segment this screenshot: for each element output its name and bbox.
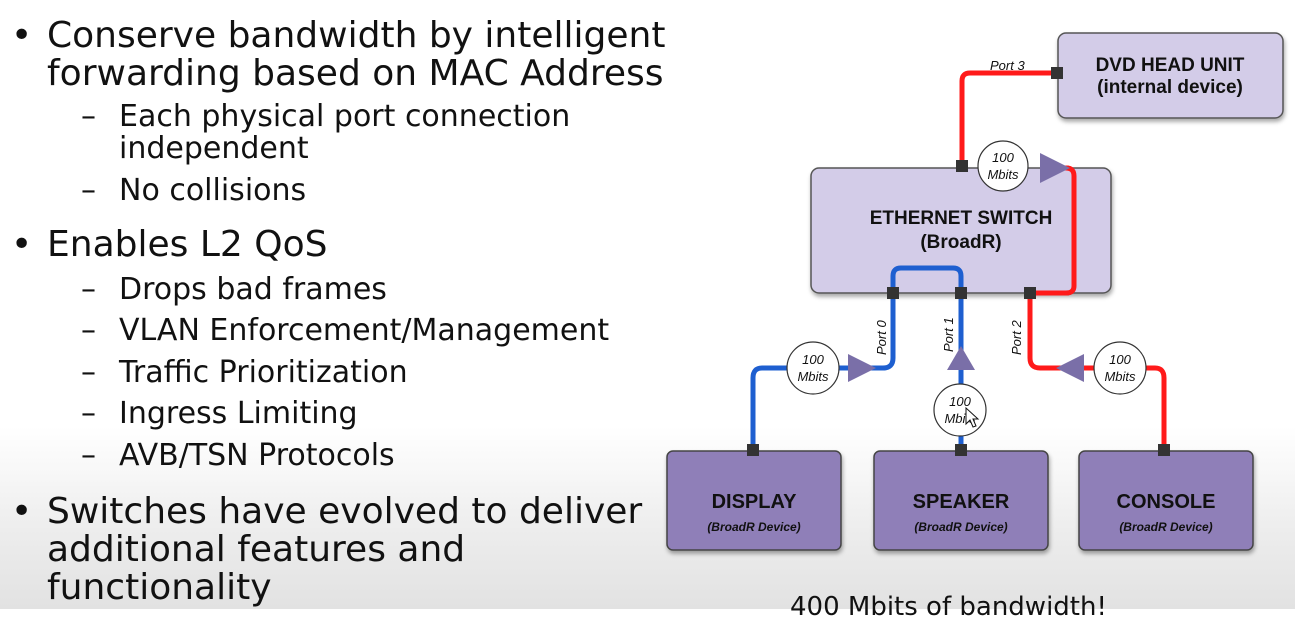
sub-bullet-item: – VLAN Enforcement/Management	[81, 313, 610, 348]
speaker-title: SPEAKER	[913, 491, 1010, 513]
bandwidth-unit: Mbits	[797, 369, 829, 384]
port3-label: Port 3	[990, 58, 1025, 73]
bullet-item: • Enables L2 QoS	[11, 224, 328, 265]
sub-bullet-text: No collisions	[119, 173, 307, 208]
speaker-subtitle: (BroadR Device)	[914, 520, 1007, 534]
connector-port2	[1024, 287, 1036, 299]
arrow-port2-icon	[1056, 354, 1084, 382]
sub-bullet-marker: –	[81, 173, 96, 208]
console-device-box: CONSOLE (BroadR Device)	[1078, 450, 1254, 551]
sub-bullet-text: independent	[119, 131, 309, 166]
ethernet-switch-box: ETHERNET SWITCH (BroadR)	[810, 167, 1112, 294]
network-diagram: DVD HEAD UNIT (internal device) ETHERNET…	[660, 25, 1290, 585]
bandwidth-badge-port1: 100 Mbits	[933, 383, 987, 437]
connector-port1	[955, 287, 967, 299]
bullet-text: additional features and	[47, 529, 466, 570]
bandwidth-caption: 400 Mbits of bandwidth!	[790, 592, 1107, 622]
bullet-item: • Conserve bandwidth by intelligent forw…	[11, 15, 666, 94]
switch-subtitle: (BroadR)	[920, 232, 1001, 253]
sub-bullet-marker: –	[81, 438, 96, 473]
mouse-cursor-icon	[965, 406, 980, 428]
bullet-text: Conserve bandwidth by intelligent	[47, 15, 666, 56]
display-title: DISPLAY	[712, 491, 798, 513]
connector-speaker	[955, 444, 967, 456]
speaker-device-box: SPEAKER (BroadR Device)	[873, 450, 1049, 551]
bullet-list: • Conserve bandwidth by intelligent forw…	[11, 15, 666, 608]
sub-bullet-item: – Traffic Prioritization	[81, 355, 408, 390]
arrow-port0-icon	[848, 354, 876, 382]
sub-bullet-text: AVB/TSN Protocols	[119, 438, 395, 473]
sub-bullet-text: Ingress Limiting	[119, 396, 358, 431]
sub-bullet-item: – No collisions	[81, 173, 307, 208]
sub-bullet-marker: –	[81, 313, 96, 348]
sub-bullet-marker: –	[81, 355, 96, 390]
dvd-head-unit-box: DVD HEAD UNIT (internal device)	[1057, 32, 1284, 119]
console-title: CONSOLE	[1117, 491, 1216, 513]
sub-bullet-item: – Ingress Limiting	[81, 396, 358, 431]
bandwidth-badge-top: 100 Mbits	[977, 140, 1029, 192]
link-switch-right-overlay	[1030, 165, 1077, 296]
bullet-text: Enables L2 QoS	[47, 224, 328, 265]
connector-display	[747, 444, 759, 456]
sub-bullet-item: – Each physical port connection independ…	[81, 99, 571, 166]
bullet-marker: •	[11, 224, 33, 265]
bandwidth-badge-port0: 100 Mbits	[786, 341, 840, 395]
display-device-box: DISPLAY (BroadR Device)	[666, 450, 842, 551]
diagram-svg: DVD HEAD UNIT (internal device) ETHERNET…	[666, 32, 1284, 551]
sub-bullet-marker: –	[81, 272, 96, 307]
bandwidth-unit: Mbits	[1104, 369, 1136, 384]
connector-port0	[887, 287, 899, 299]
port0-label: Port 0	[874, 320, 889, 355]
bandwidth-badge-port2: 100 Mbits	[1093, 341, 1147, 395]
connector-console	[1158, 444, 1170, 456]
console-subtitle: (BroadR Device)	[1119, 520, 1212, 534]
bullet-marker: •	[11, 15, 33, 56]
sub-bullet-text: Each physical port connection	[119, 99, 571, 134]
port2-label: Port 2	[1009, 320, 1024, 355]
display-subtitle: (BroadR Device)	[707, 520, 800, 534]
bullet-text: forwarding based on MAC Address	[47, 53, 664, 94]
switch-title: ETHERNET SWITCH	[870, 208, 1053, 229]
link-internal-blue-overlay	[890, 265, 964, 293]
dvd-title: DVD HEAD UNIT	[1096, 55, 1245, 76]
port1-label: Port 1	[941, 317, 956, 352]
bandwidth-value: 100	[949, 394, 971, 409]
connector-switch-top	[956, 160, 968, 172]
sub-bullet-marker: –	[81, 99, 96, 134]
bandwidth-unit: Mbits	[987, 167, 1019, 182]
sub-bullet-item: – Drops bad frames	[81, 272, 387, 307]
sub-bullet-text: Traffic Prioritization	[119, 355, 408, 390]
connector-dvd	[1051, 67, 1063, 79]
sub-bullet-text: VLAN Enforcement/Management	[119, 313, 610, 348]
bandwidth-value: 100	[992, 150, 1014, 165]
bandwidth-value: 100	[1109, 352, 1131, 367]
arrow-port1-icon	[947, 346, 975, 370]
dvd-subtitle: (internal device)	[1097, 77, 1243, 98]
bullet-text: functionality	[47, 567, 272, 608]
arrow-top-icon	[1040, 153, 1070, 183]
bullet-text: Switches have evolved to deliver	[47, 491, 643, 532]
link-port3	[959, 70, 1057, 165]
sub-bullet-item: – AVB/TSN Protocols	[81, 438, 395, 473]
bullet-marker: •	[11, 491, 33, 532]
bandwidth-value: 100	[802, 352, 824, 367]
sub-bullet-marker: –	[81, 396, 96, 431]
bullet-item: • Switches have evolved to deliver addit…	[11, 491, 643, 608]
sub-bullet-text: Drops bad frames	[119, 272, 387, 307]
